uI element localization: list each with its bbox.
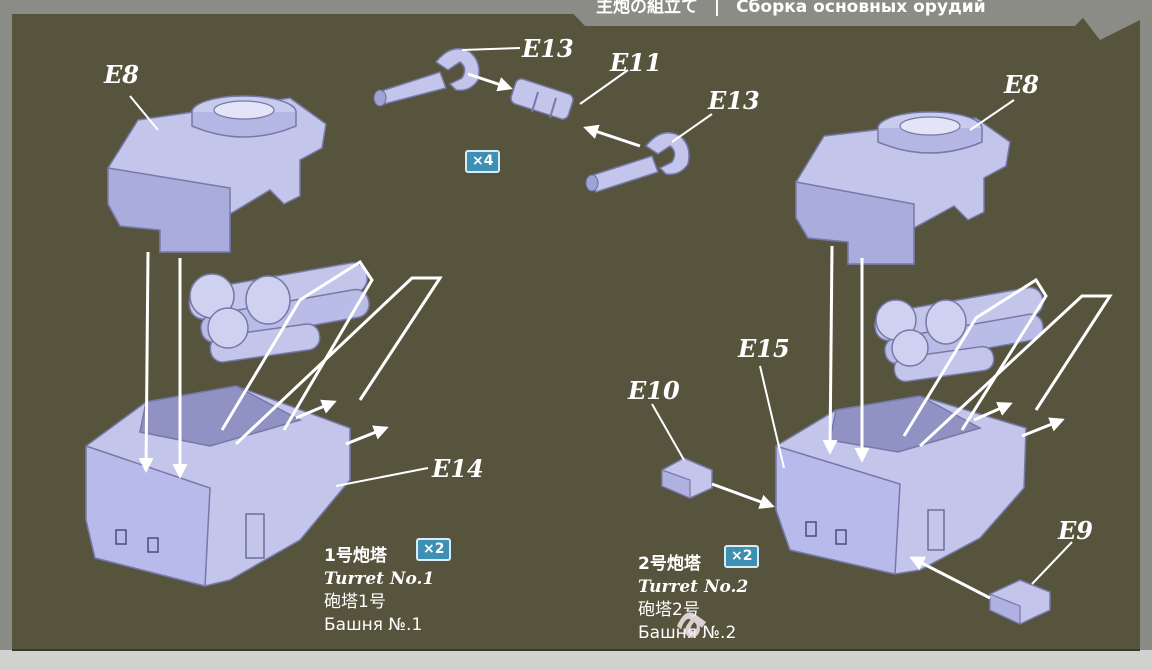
part-label-e15: E15 — [738, 334, 790, 363]
turret-2-quantity-badge: ×2 — [724, 545, 760, 568]
barrel-quantity-badge: ×4 — [465, 150, 501, 173]
header-title-cn: 主炮の組立て — [596, 0, 698, 17]
turret-2-caption-zh: 砲塔2号 — [638, 600, 700, 620]
turret-2-caption-en: Turret No.2 — [638, 577, 749, 597]
turret-1-caption-cn: 1号炮塔 — [324, 546, 387, 566]
barrel-assembly — [373, 47, 713, 193]
turret-2-caption-ru: Башня №.2 — [638, 623, 737, 643]
part-label-e14: E14 — [432, 454, 484, 483]
header-title: 主炮の組立て | Сборка основных орудий — [596, 0, 986, 17]
turret-1-caption: 1号炮塔 Turret No.1 砲塔1号 Башня №.1 — [324, 544, 434, 637]
turret-1-caption-ru: Башня №.1 — [324, 615, 423, 635]
header-separator: | — [713, 0, 721, 17]
turret-2-assembly — [651, 99, 1113, 625]
part-label-e10: E10 — [628, 376, 680, 405]
turret-2-caption-cn: 2号炮塔 — [638, 554, 701, 574]
left-border — [0, 0, 12, 670]
turret-2-caption: 2号炮塔 Turret No.2 砲塔2号 Башня №.2 — [638, 552, 748, 645]
bottom-border — [0, 650, 1152, 670]
part-label-e8-right: E8 — [1004, 70, 1039, 99]
part-label-e9: E9 — [1058, 516, 1093, 545]
part-label-e8-left: E8 — [104, 60, 139, 89]
turret-1-quantity-badge: ×2 — [416, 538, 452, 561]
header-title-ru: Сборка основных орудий — [736, 0, 986, 17]
turret-1-caption-zh: 砲塔1号 — [324, 592, 386, 612]
header-band — [560, 0, 1100, 26]
part-label-e13-right: E13 — [708, 86, 760, 115]
part-label-e11: E11 — [610, 48, 662, 77]
right-border — [1140, 0, 1152, 670]
turret-1-assembly — [85, 95, 443, 587]
part-label-e13-top: E13 — [522, 34, 574, 63]
turret-1-caption-en: Turret No.1 — [324, 569, 435, 589]
